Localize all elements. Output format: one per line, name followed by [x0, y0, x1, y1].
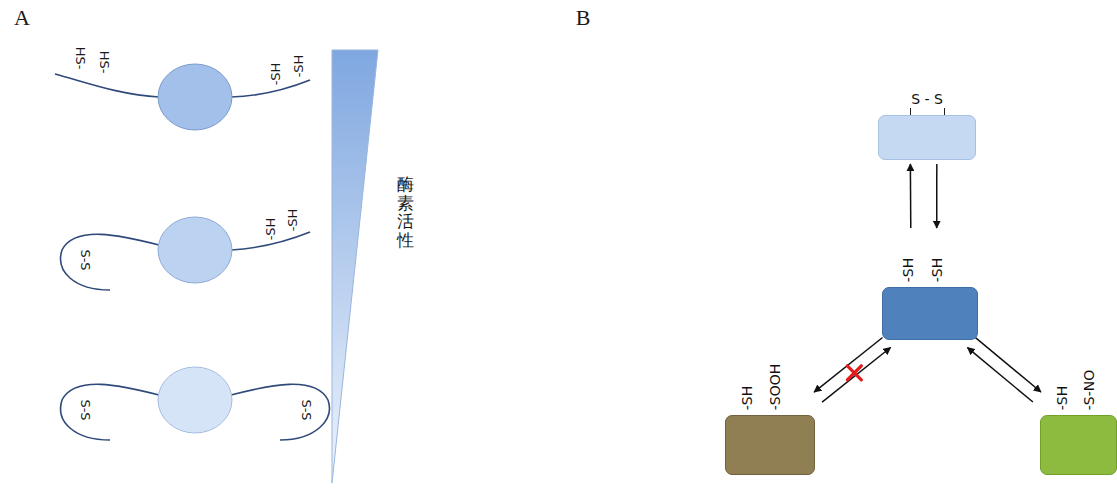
panel-letter: A [14, 7, 30, 29]
thiol-group: -SH [292, 55, 305, 78]
peptide-chain [231, 384, 329, 440]
thiol-group: -SH [264, 218, 277, 241]
bond-tick [910, 108, 911, 115]
peptide-chain [55, 74, 159, 97]
reaction-arrow [975, 338, 1040, 392]
thiol-state-label: S - S [911, 92, 943, 106]
disulfide-bond: S-S [79, 399, 92, 420]
disulfide-bond: S-S [79, 249, 92, 270]
blocked-mark [847, 366, 861, 380]
state-box: -SH -S-NO [1040, 345, 1117, 475]
reaction-arrow [967, 348, 1032, 402]
thiol-state-label: -S-NO [1082, 370, 1096, 410]
thiol-group: HS- [74, 47, 87, 70]
reaction-arrow [910, 164, 912, 228]
state-box: -SH -SOOH [725, 345, 815, 475]
disulfide-bond: S-S [300, 399, 313, 420]
thiol-state-label: -SH [930, 258, 944, 282]
peptide-chain [61, 384, 159, 440]
thiol-state-label: -SH [740, 386, 754, 410]
peptide-chain [61, 234, 159, 290]
bond-tick [944, 108, 945, 115]
reaction-arrow [822, 347, 890, 402]
state-box: S - S [878, 88, 976, 160]
panel-letter: B [576, 7, 591, 29]
reaction-arrow [814, 337, 882, 392]
protein-box [882, 287, 978, 340]
activity-wedge [332, 50, 378, 483]
activity-axis-label: 酶素活性 [397, 175, 414, 250]
thiol-group: -SH [286, 209, 299, 232]
enzyme-core [158, 367, 232, 433]
thiol-state-label: -SH [1055, 386, 1069, 410]
enzyme-core [158, 217, 232, 283]
protein-box [1040, 415, 1117, 475]
protein-box [725, 415, 815, 475]
thiol-group: -SH [269, 63, 282, 86]
thiol-state-label: -SOOH [768, 363, 782, 410]
protein-box [878, 115, 976, 160]
thiol-group: HS- [98, 51, 111, 74]
state-box: -SH -SH [882, 232, 978, 340]
thiol-state-label: -SH [901, 258, 915, 282]
enzyme-core [158, 64, 232, 130]
reaction-arrow [936, 164, 938, 228]
